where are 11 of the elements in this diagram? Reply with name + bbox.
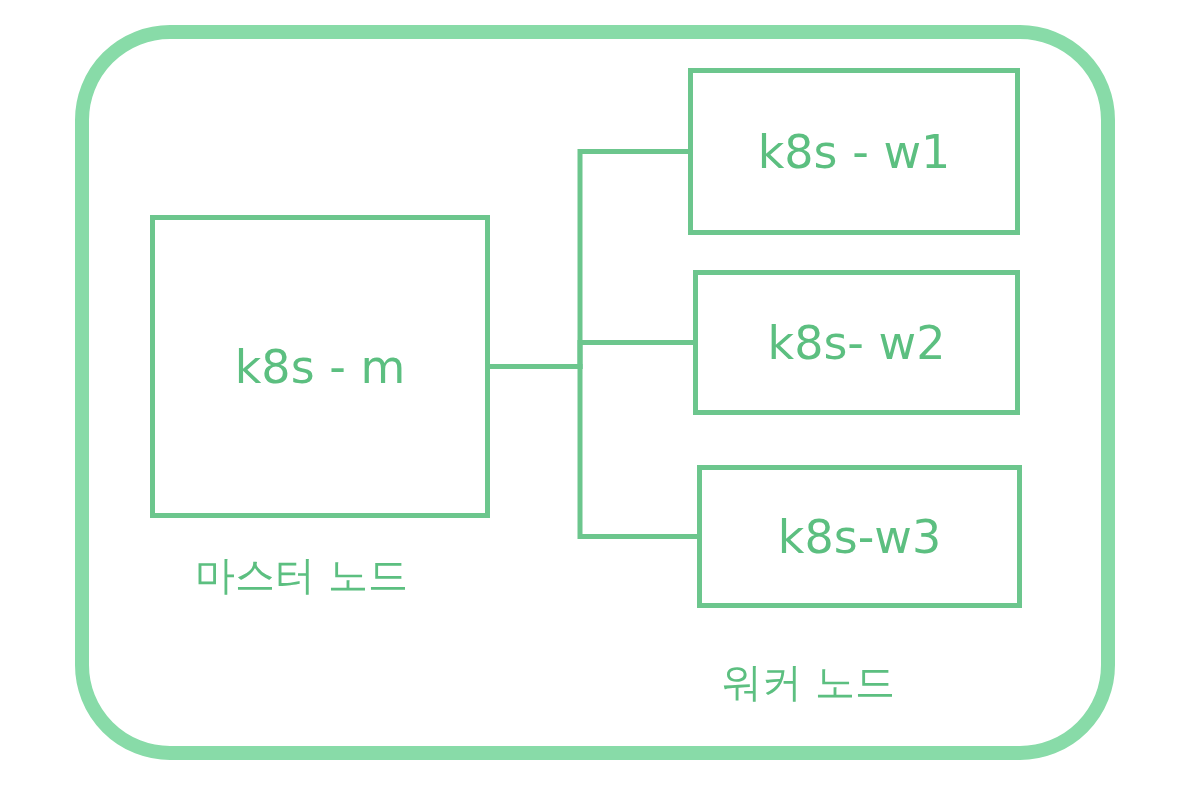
node-label: k8s- w2 bbox=[766, 315, 947, 370]
group-caption: 워커 노드 bbox=[722, 658, 895, 707]
node-label: k8s-w3 bbox=[776, 509, 943, 564]
node-caption: 마스터 노드 bbox=[195, 551, 408, 600]
node-box bbox=[688, 68, 1020, 235]
node-label: k8s - w1 bbox=[756, 124, 952, 179]
node-box bbox=[697, 465, 1022, 608]
group-frame bbox=[75, 25, 1115, 760]
node-box bbox=[693, 270, 1020, 415]
node-box bbox=[150, 215, 490, 518]
node-label: k8s - m bbox=[233, 339, 407, 394]
